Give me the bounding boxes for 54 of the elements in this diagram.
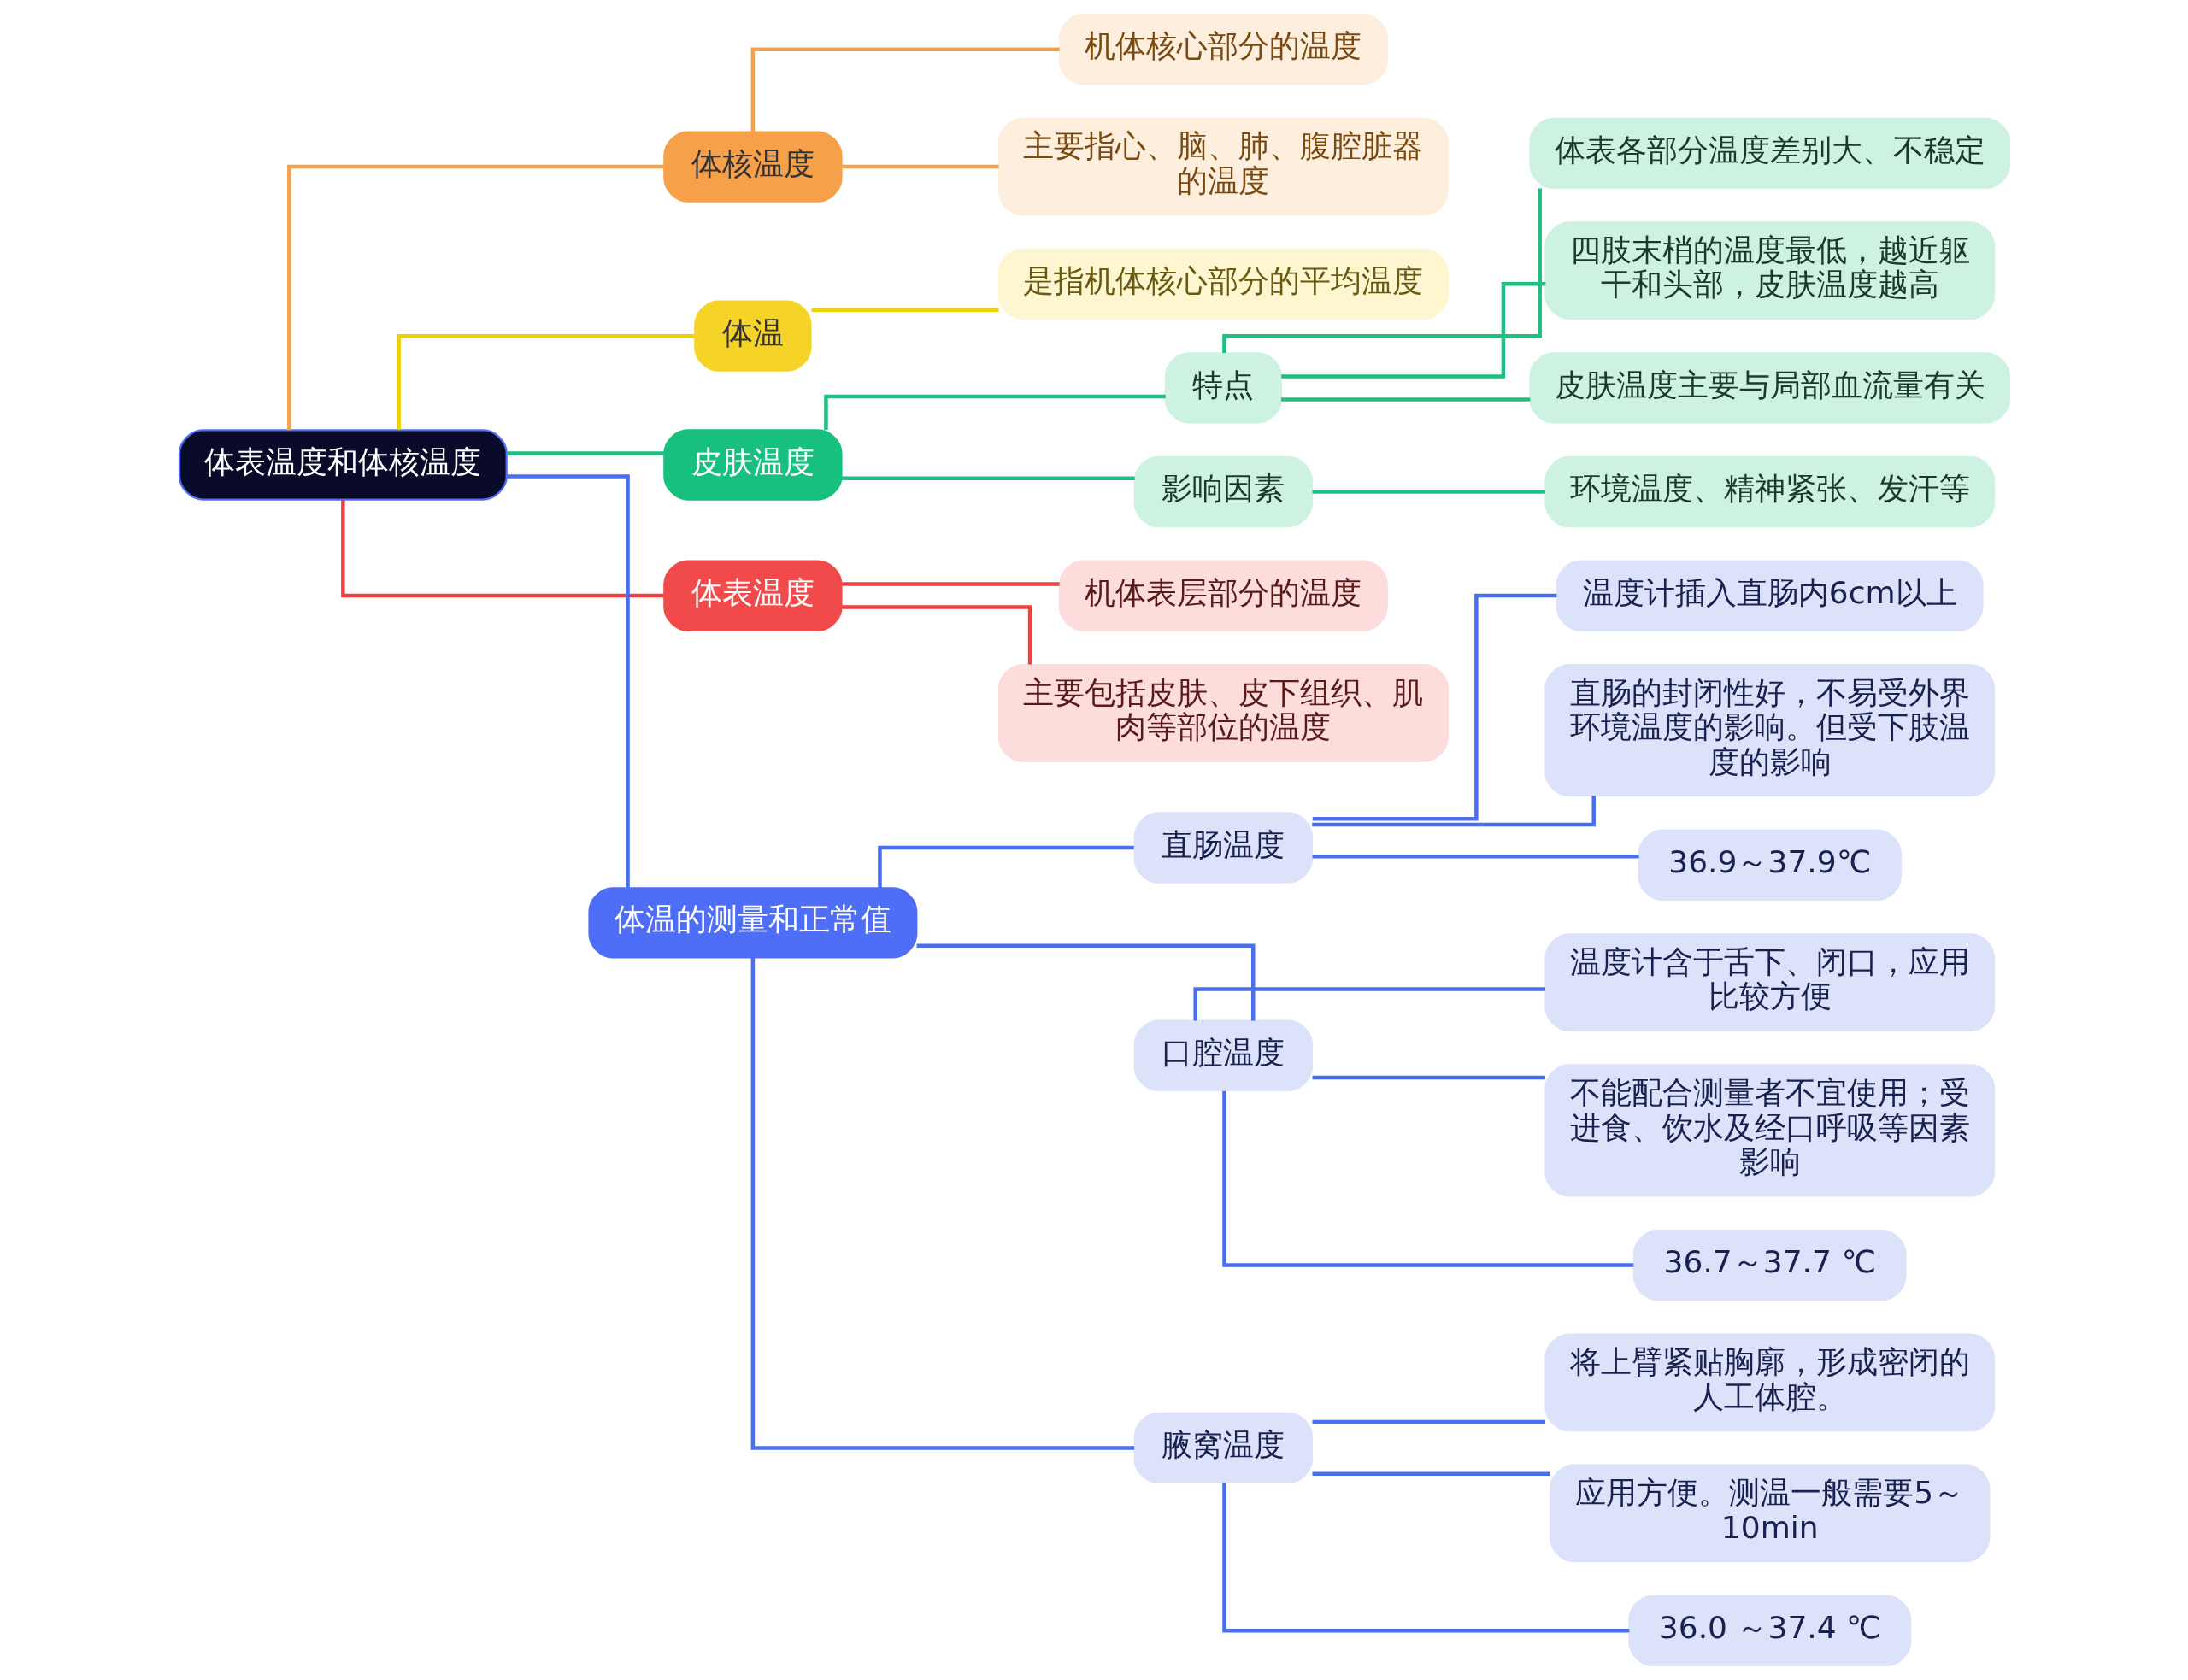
node-box: 36.7～37.7 ℃ (1632, 1229, 1907, 1301)
node-box: 皮肤温度主要与局部血流量有关 (1528, 352, 2010, 424)
connector (1280, 282, 1545, 379)
node-box: 影响因素 (1133, 455, 1313, 528)
connector (1280, 397, 1530, 402)
node-box: 直肠温度 (1133, 812, 1313, 884)
node-box: 主要包括皮肤、皮下组织、肌肉等部位的温度 (997, 664, 1449, 762)
node-box: 36.0 ～37.4 ℃ (1627, 1595, 1911, 1666)
connector (916, 943, 1255, 1021)
node-box: 体表各部分温度差别大、不稳定 (1528, 117, 2010, 189)
connector (1221, 188, 1542, 354)
node-box: 是指机体核心部分的平均温度 (997, 248, 1449, 320)
node-box: 四肢末梢的温度最低，越近躯干和头部，皮肤温度越高 (1544, 221, 1995, 320)
node-box: 口腔温度 (1133, 1019, 1313, 1091)
connector (1312, 854, 1639, 859)
connector (841, 476, 1135, 480)
connector (1221, 1483, 1629, 1633)
connector (750, 47, 1060, 132)
node-box: 温度计含于舌下、闭口，应用比较方便 (1544, 933, 1995, 1031)
node-box: 36.9～37.9℃ (1638, 829, 1902, 901)
node-box: 体温 (693, 300, 812, 372)
node-box: 体温的测量和正常值 (587, 887, 917, 959)
connector (811, 308, 999, 312)
connector (841, 605, 1032, 665)
node-box: 体表温度 (662, 560, 843, 631)
node-box: 环境温度、精神紧张、发汗等 (1544, 455, 1995, 528)
node-box: 体表温度和体核温度 (178, 429, 508, 501)
connector (1312, 490, 1545, 494)
connector (1312, 1419, 1545, 1424)
node-box: 将上臂紧贴胸廓，形成密闭的人工体腔。 (1544, 1333, 1995, 1432)
connector (286, 164, 664, 431)
node-box: 温度计插入直肠内6cm以上 (1556, 560, 1984, 631)
node-box: 腋窝温度 (1133, 1412, 1313, 1484)
connector (1312, 593, 1556, 821)
node-box: 体核温度 (662, 131, 843, 203)
node-box: 不能配合测量者不宜使用；受进食、饮水及经口呼吸等因素影响 (1544, 1064, 1995, 1197)
node-box: 主要指心、脑、肺、腹腔脏器的温度 (997, 117, 1449, 216)
connector (396, 333, 694, 430)
node-box: 机体核心部分的温度 (1058, 14, 1388, 85)
node-box: 机体表层部分的温度 (1058, 560, 1388, 631)
connector (750, 958, 1134, 1450)
connector (1221, 1090, 1633, 1267)
node-box: 应用方便。测温一般需要5～10min (1549, 1464, 1990, 1563)
node-box: 皮肤温度 (662, 429, 843, 501)
connector (841, 582, 1060, 586)
connector (877, 845, 1134, 888)
connector (841, 164, 999, 169)
connector (506, 451, 664, 455)
connector (1312, 1471, 1550, 1477)
connector (340, 500, 664, 598)
connector (1312, 1075, 1545, 1080)
connector (506, 474, 630, 888)
node-box: 直肠的封闭性好，不易受外界环境温度的影响。但受下肢温度的影响 (1544, 664, 1995, 797)
node-box: 特点 (1164, 352, 1282, 424)
